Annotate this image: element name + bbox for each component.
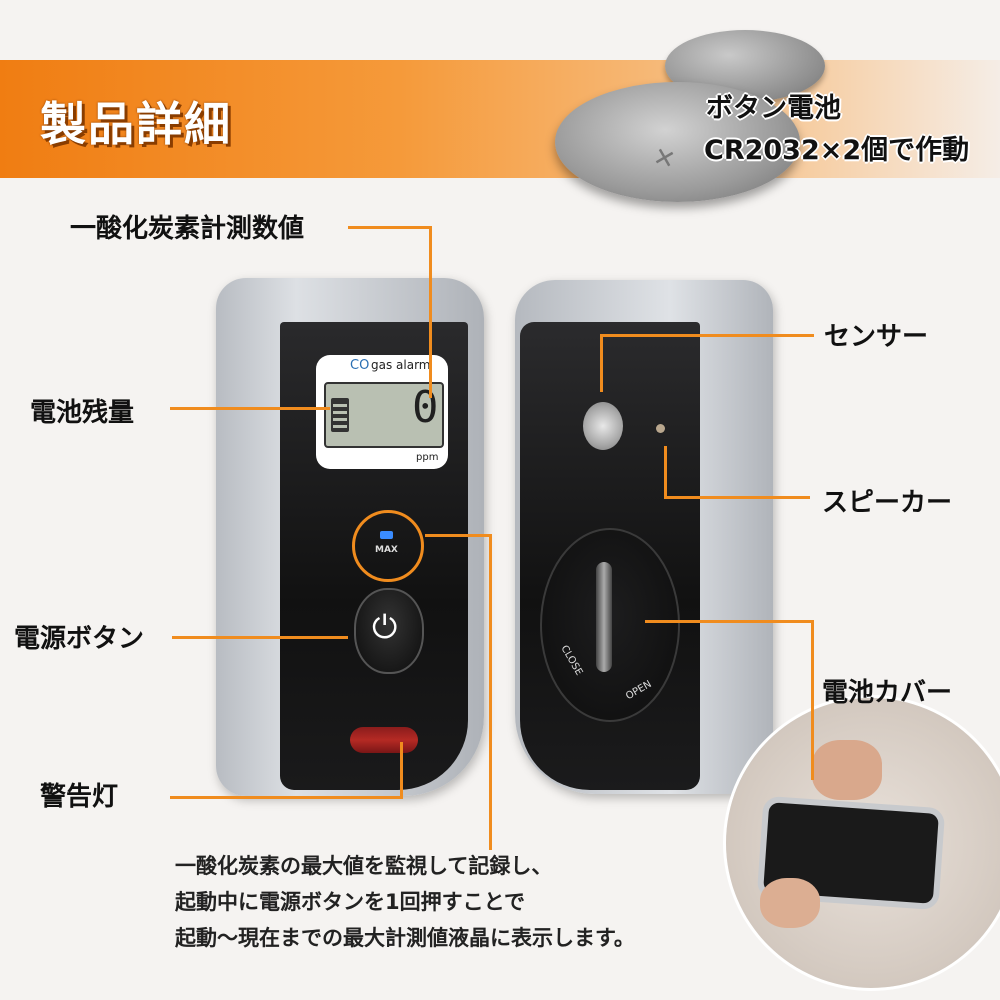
cover-slot: [596, 562, 612, 672]
battery-note-line2: CR2032×2個で作動: [704, 135, 970, 166]
leader-line: [429, 226, 432, 398]
max-highlight-circle: [352, 510, 424, 582]
callout-battery-cover: 電池カバー: [822, 678, 953, 708]
leader-line: [425, 534, 491, 537]
callout-battery-level: 電池残量: [30, 398, 135, 428]
lcd-brand-label: gas alarm: [371, 358, 431, 372]
max-label: MAX: [375, 545, 398, 555]
sensor-icon: [583, 402, 623, 450]
callout-power-button: 電源ボタン: [14, 624, 145, 654]
battery-level-icon: [331, 398, 349, 432]
leader-line: [600, 334, 603, 392]
callout-sensor: センサー: [824, 322, 929, 352]
description-line: 一酸化炭素の最大値を監視して記録し、: [175, 854, 553, 878]
description: 一酸化炭素の最大値を監視して記録し、 起動中に電源ボタンを1回押すことで 起動～…: [175, 848, 635, 956]
lcd-co-label: CO: [350, 358, 370, 373]
leader-line: [664, 446, 667, 498]
callout-co-reading: 一酸化炭素計測数値: [70, 214, 305, 244]
description-line: 起動中に電源ボタンを1回押すことで: [175, 890, 525, 914]
leader-line: [172, 636, 348, 639]
inset-finger-image: [760, 878, 820, 928]
leader-line: [170, 796, 402, 799]
coin-battery-image: [555, 82, 800, 202]
callout-warning-light: 警告灯: [40, 782, 119, 812]
leader-line: [170, 407, 330, 410]
lcd-unit: ppm: [416, 452, 439, 463]
leader-line: [600, 334, 814, 337]
speaker-icon: [656, 424, 665, 433]
lcd-display: [324, 382, 444, 448]
leader-line: [348, 226, 432, 229]
callout-speaker: スピーカー: [822, 488, 953, 518]
page-title: 製品詳細: [40, 97, 232, 151]
lcd-value: 0: [412, 382, 439, 433]
leader-line: [489, 534, 492, 850]
leader-line: [664, 496, 810, 499]
max-led-icon: [380, 531, 393, 539]
power-button[interactable]: [354, 588, 424, 674]
header-banner: [0, 60, 1000, 178]
leader-line: [645, 620, 813, 623]
battery-note-line1: ボタン電池: [706, 93, 841, 124]
warning-lamp: [350, 727, 418, 753]
leader-line: [400, 742, 403, 799]
leader-line: [811, 620, 814, 780]
description-line: 起動～現在までの最大計測値液晶に表示します。: [175, 926, 635, 950]
power-icon: ⏻: [372, 608, 398, 646]
inset-finger-image: [812, 740, 882, 800]
